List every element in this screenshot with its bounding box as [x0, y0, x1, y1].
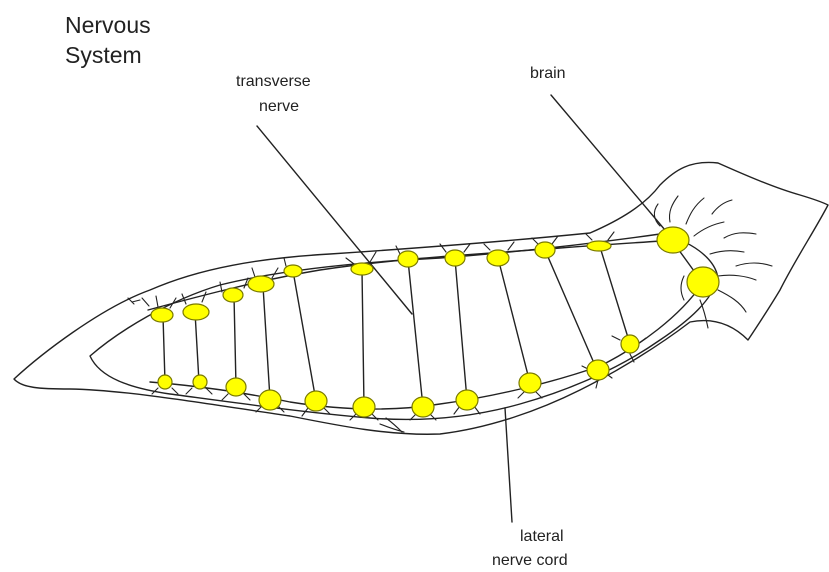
ganglion — [351, 263, 373, 275]
ganglion — [587, 360, 609, 380]
ganglion — [151, 308, 173, 322]
ganglion — [398, 251, 418, 267]
brain-pointer — [551, 95, 665, 230]
ganglion — [305, 391, 327, 411]
ganglion-brain-lower — [687, 267, 719, 297]
ganglion — [535, 242, 555, 258]
lateral-nerve-cord-pointer — [505, 408, 512, 522]
ganglion-brain-upper — [657, 227, 689, 253]
ganglion — [223, 288, 243, 302]
ganglion — [412, 397, 434, 417]
transverse-nerve-pointer — [257, 126, 412, 314]
ganglion — [621, 335, 639, 353]
ganglion — [456, 390, 478, 410]
ganglion — [487, 250, 509, 266]
ganglion — [519, 373, 541, 393]
ganglion — [158, 375, 172, 389]
ganglion — [284, 265, 302, 277]
ganglion — [445, 250, 465, 266]
ganglion — [226, 378, 246, 396]
ganglion — [193, 375, 207, 389]
ganglia — [151, 227, 719, 417]
ganglion — [353, 397, 375, 417]
ganglion — [587, 241, 611, 251]
ganglion — [248, 276, 274, 292]
ganglion — [183, 304, 209, 320]
ganglion — [259, 390, 281, 410]
